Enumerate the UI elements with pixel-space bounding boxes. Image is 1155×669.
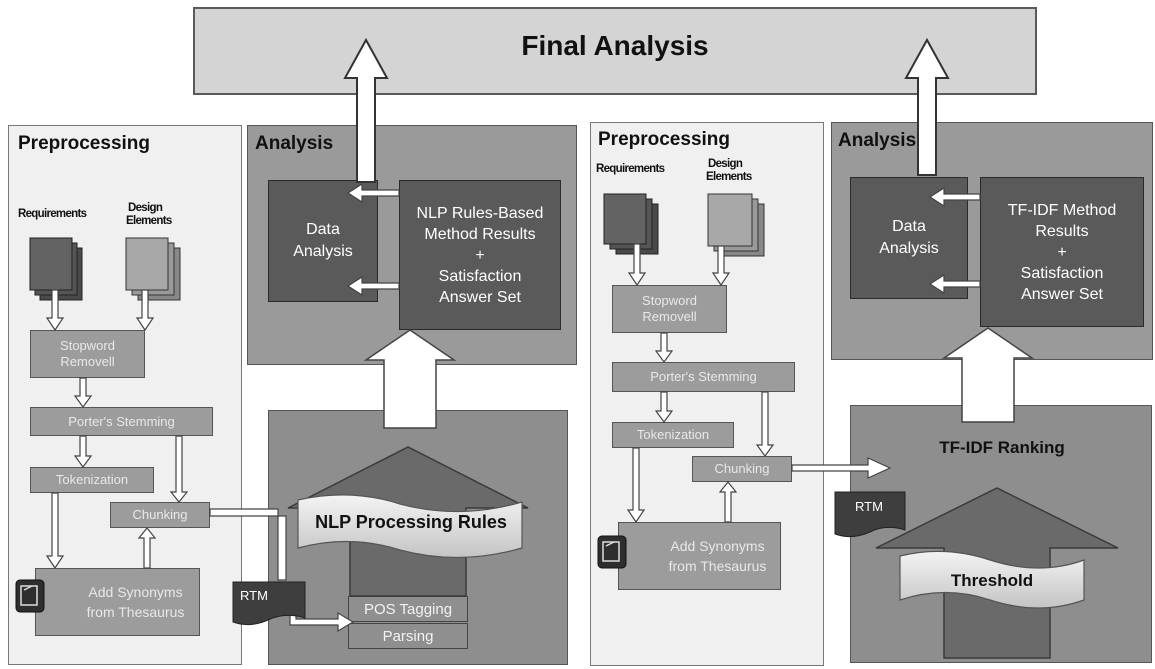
left-stopword-l1: Stopword xyxy=(60,338,115,353)
right-stopword-step: Stopword Removell xyxy=(612,285,727,333)
right-synonyms-step: Add Synonyms from Thesaurus xyxy=(618,522,781,590)
right-results-l1: TF-IDF Method xyxy=(1007,201,1117,219)
right-data-analysis-l1: Data xyxy=(892,218,926,235)
left-chunking-connector xyxy=(209,508,287,581)
right-requirements-label: Requirements xyxy=(596,163,665,175)
right-design-label-1: Design xyxy=(708,158,743,170)
right-synonyms-l1: Add Synonyms xyxy=(670,538,765,554)
right-thesaurus-icon xyxy=(597,535,627,569)
left-data-analysis-l1: Data xyxy=(306,221,340,238)
right-up-arrow-to-final xyxy=(904,37,950,176)
left-stopword-step: Stopword Removell xyxy=(30,330,145,378)
right-porter-step: Porter's Stemming xyxy=(612,362,795,392)
left-nlp-to-analysis-arrow xyxy=(363,329,457,429)
left-design-label-1: Design xyxy=(128,202,163,214)
right-results-l3: + xyxy=(1057,243,1067,261)
threshold-label: Threshold xyxy=(950,571,1034,590)
right-design-label-2: Elements xyxy=(706,171,752,183)
final-analysis-box xyxy=(193,7,1037,95)
left-up-arrow-to-final xyxy=(343,37,389,183)
left-design-label-2: Elements xyxy=(126,215,172,227)
right-synonyms-l2: from Thesaurus xyxy=(668,558,767,574)
left-flow-arrows xyxy=(45,289,189,570)
right-tokenization-step: Tokenization xyxy=(612,422,734,448)
left-synonyms-step: Add Synonyms from Thesaurus xyxy=(35,568,200,636)
left-results-l5: Answer Set xyxy=(439,288,521,306)
final-analysis-title: Final Analysis xyxy=(521,30,709,61)
right-results-box: TF-IDF Method Results + Satisfaction Ans… xyxy=(980,177,1144,327)
left-stopword-l2: Removell xyxy=(60,354,115,369)
left-preprocessing-title: Preprocessing xyxy=(18,133,150,154)
left-data-analysis-l2: Analysis xyxy=(293,243,353,260)
left-chunking-step: Chunking xyxy=(110,502,210,528)
left-requirements-label: Requirements xyxy=(18,208,87,220)
left-thesaurus-icon xyxy=(15,579,45,613)
left-results-box: NLP Rules-Based Method Results + Satisfa… xyxy=(399,180,561,330)
right-results-l4: Satisfaction xyxy=(1020,264,1104,282)
parsing-step: Parsing xyxy=(348,623,468,649)
left-rtm-label: RTM xyxy=(240,588,268,603)
right-stopword-l1: Stopword xyxy=(642,293,697,308)
left-requirements-docs-icon xyxy=(29,237,83,301)
right-chunking-to-tfidf-arrow xyxy=(791,457,892,479)
left-results-l1: NLP Rules-Based xyxy=(416,204,544,222)
right-rtm-doc xyxy=(834,491,906,538)
left-results-l2: Method Results xyxy=(424,225,536,243)
right-preprocessing-title: Preprocessing xyxy=(598,129,730,150)
right-results-l5: Answer Set xyxy=(1021,285,1103,303)
left-synonyms-l1: Add Synonyms xyxy=(88,584,183,600)
pos-tagging-step: POS Tagging xyxy=(348,596,468,622)
right-requirements-docs-icon xyxy=(603,193,659,255)
nlp-rules-banner xyxy=(297,494,523,559)
left-synonyms-l2: from Thesaurus xyxy=(86,604,185,620)
right-stopword-l2: Removell xyxy=(642,309,697,324)
right-results-l2: Results xyxy=(1035,222,1089,240)
right-chunking-step: Chunking xyxy=(692,456,792,482)
right-design-docs-icon xyxy=(707,193,765,257)
right-result-arrows xyxy=(928,186,981,295)
right-analysis-title: Analysis xyxy=(838,130,917,151)
left-results-l4: Satisfaction xyxy=(438,267,522,285)
left-rtm-doc xyxy=(232,581,306,626)
tfidf-ranking-title: TF-IDF Ranking xyxy=(939,438,1065,457)
right-rtm-label: RTM xyxy=(855,499,883,514)
right-data-analysis-l2: Analysis xyxy=(879,240,939,257)
left-design-docs-icon xyxy=(125,237,181,301)
left-porter-step: Porter's Stemming xyxy=(30,407,213,436)
left-results-l3: + xyxy=(475,246,485,264)
left-tokenization-step: Tokenization xyxy=(30,467,154,493)
left-result-arrows xyxy=(346,182,400,297)
threshold-banner xyxy=(899,550,1085,609)
right-flow-arrows xyxy=(626,243,775,524)
nlp-rules-label: NLP Processing Rules xyxy=(315,512,507,532)
right-tfidf-to-analysis-arrow xyxy=(941,327,1035,423)
left-analysis-title: Analysis xyxy=(255,133,334,154)
